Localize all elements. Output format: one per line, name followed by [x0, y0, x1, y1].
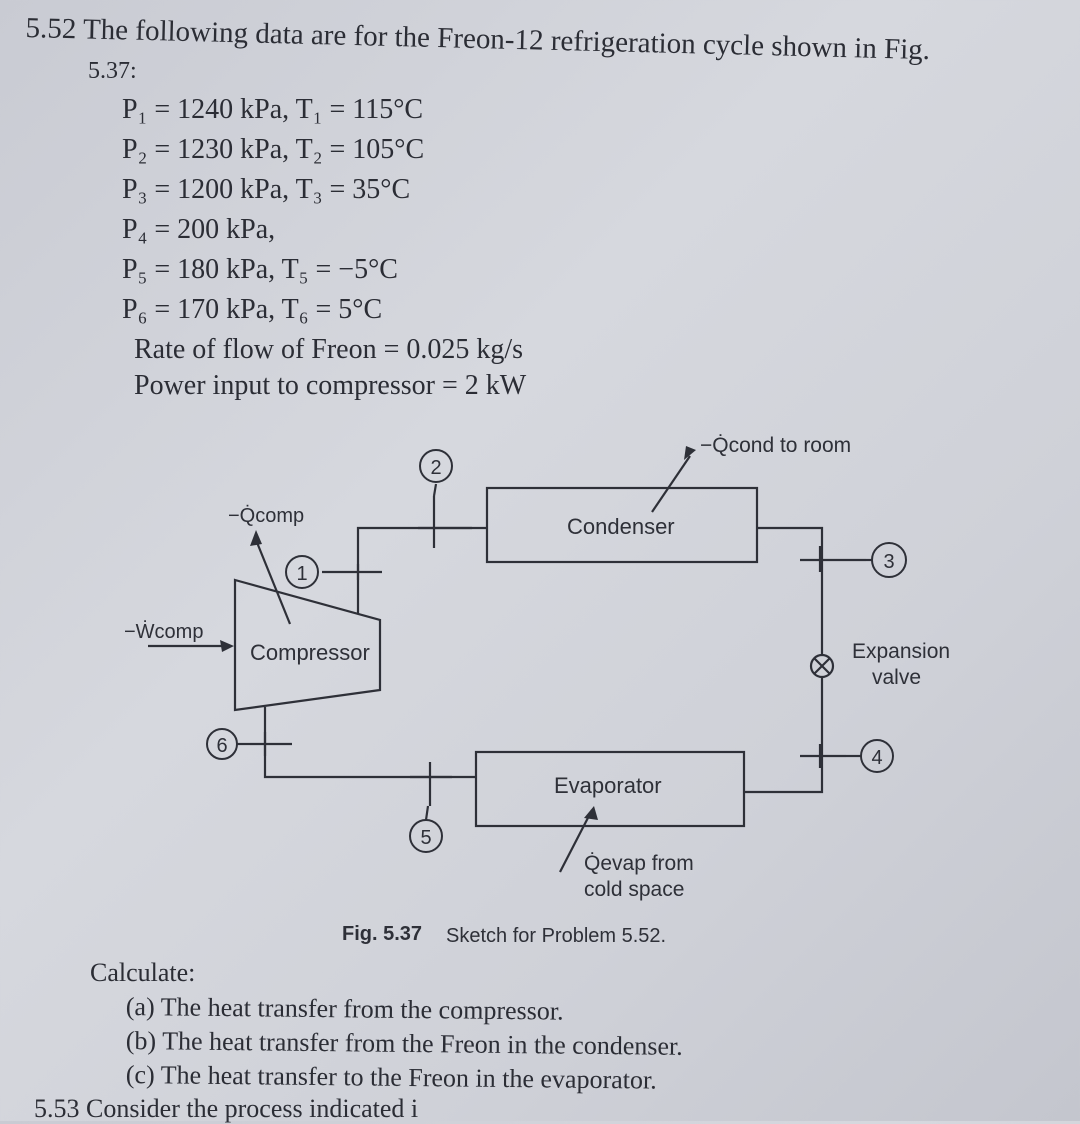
state-point-4-label: 4 — [871, 747, 882, 769]
data-line-state-1: P₁ = 1240 kPa, T₁ = 115°C — [122, 94, 424, 125]
compressor-label: Compressor — [250, 640, 370, 665]
data-line-state-2: P₂ = 1230 kPa, T₂ = 105°C — [122, 134, 425, 165]
q-evap-label-line-2: cold space — [584, 878, 684, 901]
expansion-valve-label-line-2: valve — [872, 666, 921, 689]
data-line-state-3: P₃ = 1200 kPa, T₃ = 35°C — [122, 174, 411, 205]
expansion-valve-label-line-1: Expansion — [852, 640, 950, 663]
state-point-5-label: 5 — [420, 827, 431, 849]
figure-caption-text: Sketch for Problem 5.52. — [446, 925, 666, 947]
expansion-valve-symbol — [809, 653, 835, 679]
state-point-5-marker — [409, 819, 443, 853]
pipe-evaporator-to-compressor — [263, 707, 476, 779]
state-point-3-label: 3 — [883, 551, 894, 573]
refrigeration-cycle-figure: 1 2 3 4 5 6 Condenser Evaporator Compres… — [124, 434, 950, 947]
condenser-label: Condenser — [567, 514, 675, 539]
data-line-state-4: P₄ = 200 kPa, — [122, 214, 276, 245]
state-point-1-label: 1 — [296, 563, 307, 585]
state-point-6-marker — [206, 728, 238, 760]
state-point-2-marker — [419, 449, 453, 483]
state-point-3-marker — [871, 542, 907, 578]
pipe-condenser-to-valve — [757, 526, 824, 655]
evaporator-label: Evaporator — [554, 773, 662, 798]
condenser-box — [485, 486, 759, 564]
q-cond-label: −Q̇cond to room — [700, 434, 851, 457]
figure-reference: 5.37: — [88, 58, 137, 84]
compressor-shape — [233, 578, 382, 712]
w-comp-label: −Ẇcomp — [124, 620, 203, 643]
q-comp-label: −Q̇comp — [228, 505, 304, 527]
next-problem-partial: 5.53 Consider the process indicated i — [34, 1094, 419, 1123]
data-line-state-5: P₅ = 180 kPa, T₅ = −5°C — [122, 254, 398, 285]
data-line-power-input: Power input to compressor = 2 kW — [134, 370, 527, 401]
evaporator-box — [474, 750, 746, 828]
question-b: (b) The heat transfer from the Freon in … — [125, 1026, 683, 1061]
q-evap-label-line-1: Q̇evap from — [584, 852, 694, 875]
problem-heading: 5.52 The following data are for the Freo… — [25, 12, 931, 67]
data-line-flow-rate: Rate of flow of Freon = 0.025 kg/s — [134, 334, 524, 365]
state-point-1-marker — [285, 555, 319, 589]
state-point-6-label: 6 — [216, 735, 227, 757]
pipe-valve-to-evaporator — [744, 677, 824, 794]
question-a: (a) The heat transfer from the compresso… — [125, 992, 564, 1026]
state-point-2-label: 2 — [430, 457, 441, 479]
state-point-4-marker — [860, 739, 894, 773]
figure-caption-number: Fig. 5.37 — [342, 923, 422, 945]
calculate-intro: Calculate: — [90, 958, 196, 987]
data-line-state-6: P₆ = 170 kPa, T₆ = 5°C — [122, 294, 383, 325]
question-c: (c) The heat transfer to the Freon in th… — [125, 1060, 657, 1095]
